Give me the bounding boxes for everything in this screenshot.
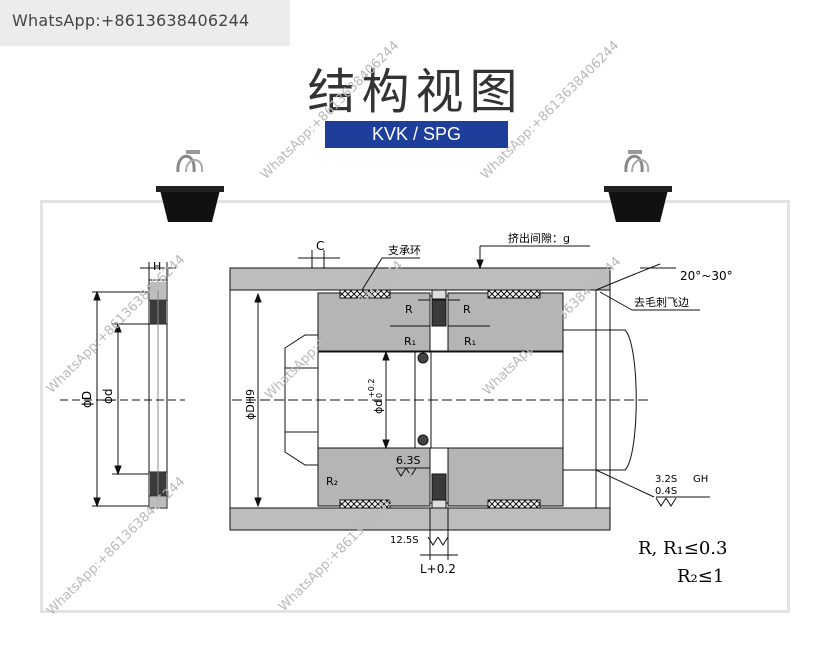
watermark-bar-text: WhatsApp:+8613638406244 (12, 11, 250, 30)
label-H: H (153, 260, 161, 273)
watermark-bar: WhatsApp:+8613638406244 (0, 0, 290, 46)
page-title: 结构视图 (307, 64, 524, 120)
label-support-ring: 支承环 (388, 244, 421, 257)
label-deburr: 去毛刺飞边 (634, 296, 689, 309)
label-R-left: R (405, 303, 413, 316)
label-phid: ϕd (101, 388, 115, 404)
cylinder-assembly (229, 245, 710, 560)
label-R-right: R (463, 303, 471, 316)
label-GH: GH (693, 474, 708, 485)
label-extrusion-gap: 挤出间隙：g (508, 231, 570, 245)
label-tol-upper: +0.2 (367, 379, 376, 398)
label-angle: 20°~30° (680, 269, 733, 283)
label-tol-lower: 0 (375, 393, 384, 398)
note-R: R, R₁≤0.3 (638, 538, 727, 559)
label-R1-right: R₁ (464, 335, 476, 348)
seal-side-view (60, 262, 185, 509)
label-roughness-04: 0.4S (655, 486, 677, 497)
label-C: C (316, 239, 324, 253)
label-roughness-125: 12.5S (390, 535, 419, 546)
binder-clip-right-icon (604, 150, 672, 222)
label-L: L+0.2 (420, 562, 456, 576)
label-phid-tol: ϕd (372, 400, 385, 414)
label-R1-left: R₁ (404, 335, 416, 348)
label-phiDH9: ϕDH9 (244, 389, 257, 420)
label-R2: R₂ (326, 475, 338, 488)
label-roughness-63: 6.3S (396, 454, 420, 467)
note-R2: R₂≤1 (677, 566, 724, 587)
label-roughness-32: 3.2S (655, 474, 677, 485)
label-phiD: ϕD (80, 391, 94, 408)
binder-clip-left-icon (156, 150, 224, 222)
model-badge: KVK / SPG (325, 121, 508, 148)
